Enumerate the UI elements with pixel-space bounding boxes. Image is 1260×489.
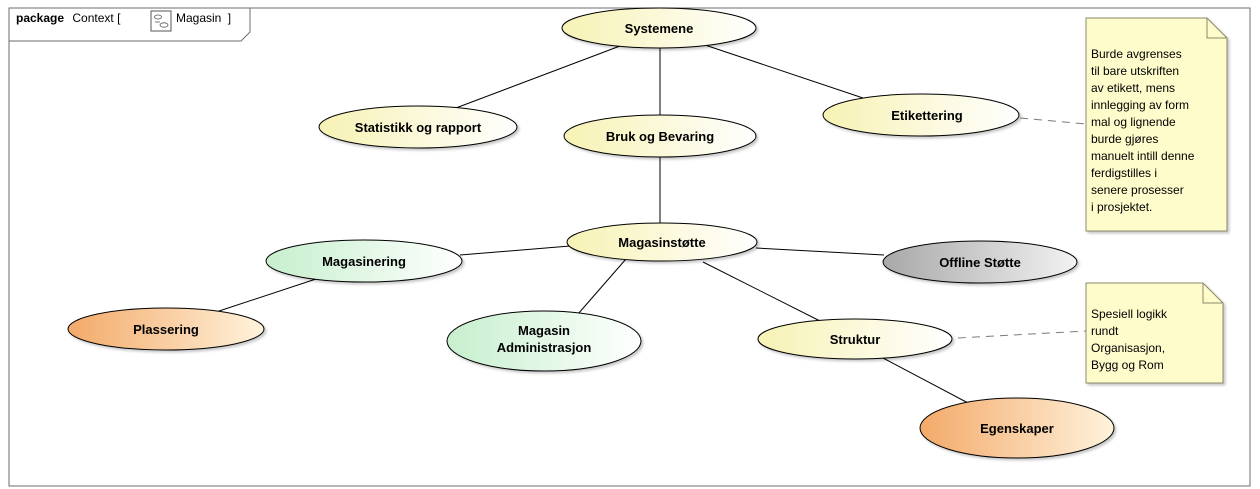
note-line: Spesiell logikk xyxy=(1091,307,1168,321)
usecase-plassering[interactable] xyxy=(67,307,265,351)
use-case-diagram-icon xyxy=(150,10,172,32)
usecase-magasinstotte[interactable] xyxy=(566,222,758,262)
usecase-struktur[interactable] xyxy=(757,318,953,360)
note-line: til bare utskriften xyxy=(1091,64,1179,78)
label-magasinstotte: Magasinstøtte xyxy=(618,235,705,250)
package-element-name: Magasin xyxy=(176,11,221,25)
label-magasinering: Magasinering xyxy=(322,254,406,269)
label-statistikk-og-rapport: Statistikk og rapport xyxy=(355,120,482,135)
usecase-egenskaper[interactable] xyxy=(919,397,1115,459)
note-line: ferdigstilles i xyxy=(1091,166,1157,180)
edge-struktur-egenskaper xyxy=(882,357,971,405)
note-line: Burde avgrenses xyxy=(1091,47,1182,61)
usecase-offline-stotte[interactable] xyxy=(882,240,1078,284)
note-line: av etikett, mens xyxy=(1091,81,1175,95)
edge-systemene-statistikk xyxy=(439,45,621,115)
note-line: burde gjøres xyxy=(1091,132,1158,146)
edge-magasinstotte-magasinering xyxy=(459,245,571,256)
edge-magasinering-plassering xyxy=(212,278,317,314)
usecase-statistikk-og-rapport[interactable] xyxy=(318,105,518,149)
package-element: Magasin ] xyxy=(176,11,231,25)
package-open-bracket: [ xyxy=(117,11,121,25)
note-line: manuelt intill denne xyxy=(1091,149,1195,163)
package-tab xyxy=(8,7,251,42)
label-egenskaper: Egenskaper xyxy=(980,421,1054,436)
label-offline-stotte: Offline Støtte xyxy=(939,255,1021,270)
usecase-etikettering[interactable] xyxy=(822,93,1020,137)
usecase-magasin-administrasjon[interactable] xyxy=(446,310,642,372)
note-struktur[interactable] xyxy=(1085,282,1224,384)
edge-magasinstotte-magasin-admin xyxy=(577,258,627,315)
note-line: Bygg og Rom xyxy=(1091,358,1164,372)
note-line: rundt xyxy=(1091,324,1119,338)
label-etikettering: Etikettering xyxy=(891,108,963,123)
usecase-bruk-og-bevaring[interactable] xyxy=(563,114,757,158)
edge-magasinstotte-offline xyxy=(755,247,885,256)
package-header: package Context [ xyxy=(16,11,121,25)
label-systemene: Systemene xyxy=(625,21,694,36)
label-magasin-line-1: Magasin xyxy=(518,323,570,338)
usecase-magasinering[interactable] xyxy=(265,239,463,283)
associations xyxy=(212,44,971,405)
note-struktur-text: Spesiell logikk rundt Organisasjon, Bygg… xyxy=(1091,307,1168,372)
label-plassering: Plassering xyxy=(133,322,199,337)
note-line: Organisasjon, xyxy=(1091,341,1165,355)
note-anchor-struktur xyxy=(957,330,1087,339)
note-line: senere prosesser xyxy=(1091,183,1184,197)
note-line: innlegging av form xyxy=(1091,98,1189,112)
note-line: i prosjektet. xyxy=(1091,200,1152,214)
package-name: Context xyxy=(72,11,114,25)
package-keyword: package xyxy=(16,11,64,25)
note-anchors xyxy=(957,117,1087,339)
edge-systemene-etikettering xyxy=(704,44,873,102)
note-etikettering-text: Burde avgrenses til bare utskriften av e… xyxy=(1091,47,1195,214)
label-magasin-line-2: Administrasjon xyxy=(497,340,592,355)
note-etikettering[interactable] xyxy=(1085,17,1228,232)
package-close-bracket: ] xyxy=(228,11,231,25)
usecase-systemene[interactable] xyxy=(561,7,757,49)
label-bruk-og-bevaring: Bruk og Bevaring xyxy=(606,129,714,144)
label-struktur: Struktur xyxy=(830,332,881,347)
edge-magasinstotte-struktur xyxy=(702,261,823,323)
note-line: mal og lignende xyxy=(1091,115,1176,129)
note-anchor-etikettering xyxy=(1019,117,1087,125)
